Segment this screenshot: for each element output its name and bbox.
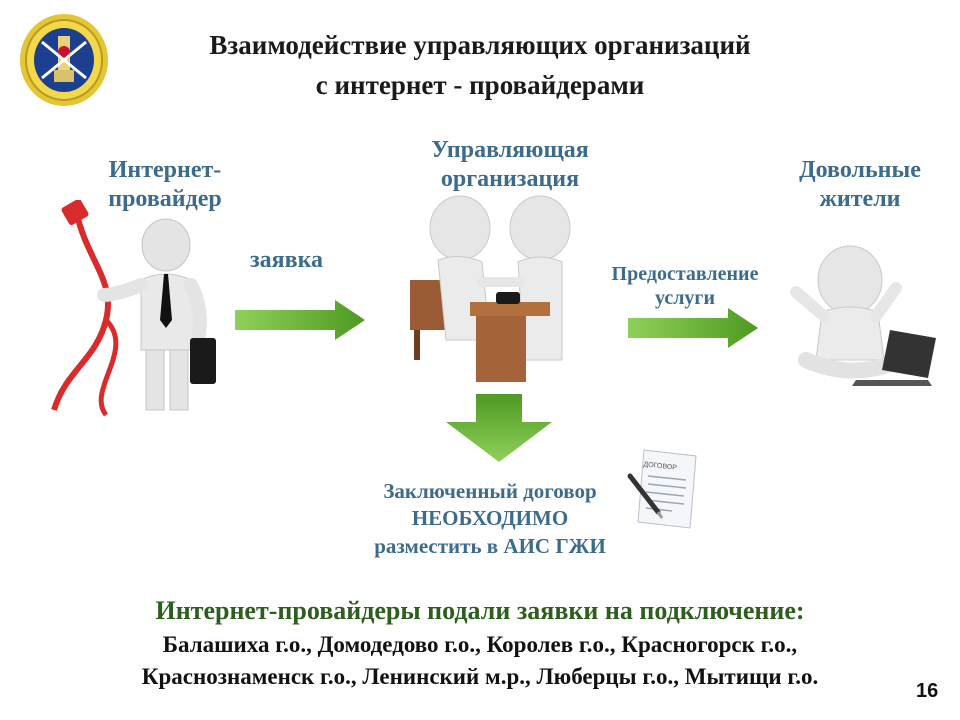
residents-label: Довольные жители	[770, 156, 950, 214]
provider-label-line-2: провайдер	[108, 185, 222, 212]
bottom-list-line-1: Балашиха г.о., Домодедово г.о., Королев …	[162, 632, 798, 657]
bottom-heading: Интернет-провайдеры подали заявки на под…	[155, 596, 805, 625]
request-label: заявка	[250, 247, 324, 273]
service-label-line-1: Предоставление	[611, 263, 759, 285]
title-line-1: Взаимодействие управляющих организаций	[209, 30, 751, 60]
service-label-line-2: услуги	[654, 287, 716, 309]
contract-text: Заключенный договор НЕОБХОДИМО разместит…	[340, 478, 640, 560]
emblem-logo	[20, 14, 108, 106]
org-label-line-2: организация	[440, 165, 580, 192]
contract-line-1: Заключенный договор	[383, 479, 597, 503]
title-line-2: с интернет - провайдерами	[315, 70, 645, 100]
residents-figure	[790, 245, 936, 386]
bottom-list-line-2: Краснознаменск г.о., Ленинский м.р., Люб…	[141, 664, 819, 689]
arrow-down-icon	[446, 394, 552, 462]
residents-label-line-2: жители	[819, 185, 901, 212]
provider-figure	[51, 200, 216, 417]
arrow-right-icon	[235, 300, 365, 340]
org-label: Управляющая организация	[400, 136, 620, 194]
management-figures	[410, 195, 571, 382]
org-label-line-1: Управляющая	[431, 137, 589, 163]
contract-line-3: разместить в АИС ГЖИ	[374, 533, 606, 558]
document-icon: ДОГОВОР	[627, 449, 697, 529]
provider-label: Интернет- провайдер	[80, 156, 250, 214]
arrow-right-icon	[628, 308, 758, 348]
provider-label-line-1: Интернет-	[108, 157, 222, 183]
service-label: Предоставление услуги	[585, 262, 785, 310]
document-title: ДОГОВОР	[643, 461, 677, 472]
page-number: 16	[916, 680, 939, 702]
contract-line-2: НЕОБХОДИМО	[411, 506, 569, 531]
residents-label-line-1: Довольные	[799, 157, 921, 183]
